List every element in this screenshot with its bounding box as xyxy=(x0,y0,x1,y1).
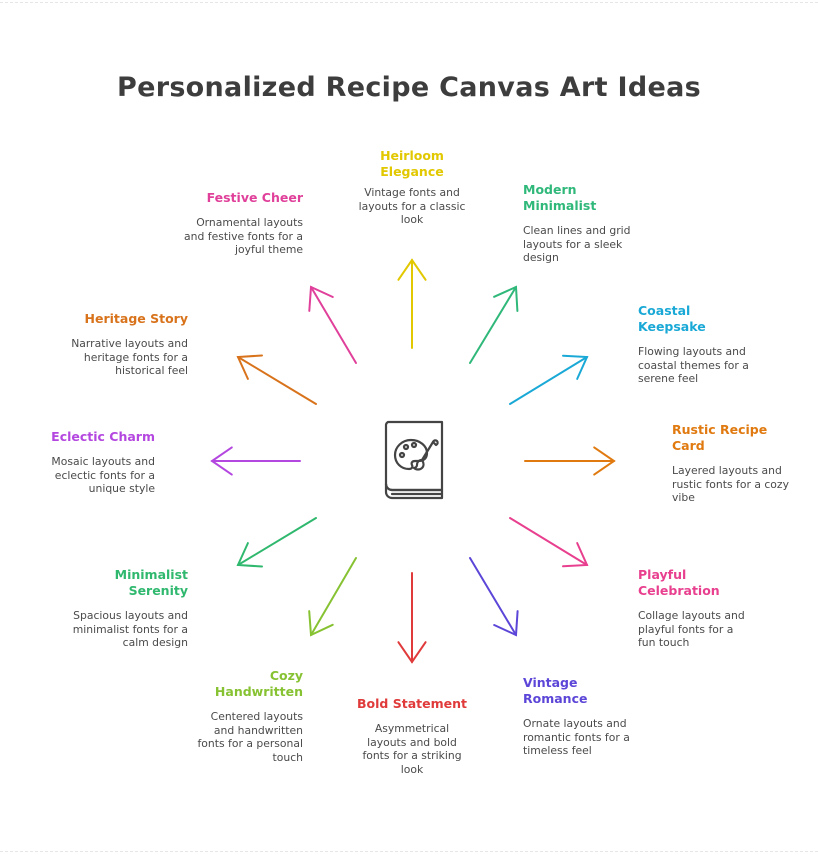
idea-heritage-story: Heritage Story Narrative layouts and her… xyxy=(68,311,188,378)
idea-description: Spacious layouts and minimalist fonts fo… xyxy=(72,609,188,649)
arrow-vintage-romance xyxy=(469,557,519,637)
arrow-playful-celebration xyxy=(509,517,589,568)
page-title: Personalized Recipe Canvas Art Ideas xyxy=(117,72,701,103)
arrow-bold-statement xyxy=(397,572,427,664)
idea-eclectic-charm: Eclectic Charm Mosaic layouts and eclect… xyxy=(40,429,155,496)
idea-title: Coastal Keepsake xyxy=(638,303,706,334)
arrow-coastal-keepsake xyxy=(509,354,589,405)
idea-coastal-keepsake: Coastal Keepsake Flowing layouts and coa… xyxy=(638,303,758,386)
arrow-heirloom-elegance xyxy=(397,258,427,349)
arrow-festive-cheer xyxy=(308,285,357,364)
bottom-dashed-border xyxy=(0,851,818,852)
idea-title: Modern Minimalist xyxy=(523,182,597,213)
idea-heirloom-elegance: Heirloom Elegance Vintage fonts and layo… xyxy=(357,148,467,227)
idea-description: Flowing layouts and coastal themes for a… xyxy=(638,345,749,385)
idea-title: Heritage Story xyxy=(84,311,188,326)
top-dashed-border xyxy=(0,2,818,3)
idea-description: Ornate layouts and romantic fonts for a … xyxy=(523,717,630,757)
idea-description: Vintage fonts and layouts for a classic … xyxy=(358,186,466,226)
idea-vintage-romance: Vintage Romance Ornate layouts and roman… xyxy=(523,675,638,758)
arrow-eclectic-charm xyxy=(210,446,301,476)
idea-description: Centered layouts and handwritten fonts f… xyxy=(197,710,304,764)
idea-description: Layered layouts and rustic fonts for a c… xyxy=(672,464,789,504)
idea-description: Collage layouts and playful fonts for a … xyxy=(638,609,745,649)
idea-title: Vintage Romance xyxy=(523,675,588,706)
idea-playful-celebration: Playful Celebration Collage layouts and … xyxy=(638,567,753,650)
idea-bold-statement: Bold Statement Asymmetrical layouts and … xyxy=(352,696,472,776)
idea-description: Ornamental layouts and festive fonts for… xyxy=(184,216,303,256)
idea-title: Heirloom Elegance xyxy=(380,148,444,179)
idea-description: Mosaic layouts and eclectic fonts for a … xyxy=(51,455,155,495)
idea-description: Narrative layouts and heritage fonts for… xyxy=(71,337,188,377)
idea-description: Asymmetrical layouts and bold fonts for … xyxy=(362,722,462,776)
arrow-minimalist-serenity xyxy=(236,517,317,568)
paint-palette-book-icon xyxy=(384,420,444,500)
idea-title: Bold Statement xyxy=(357,696,467,711)
idea-title: Minimalist Serenity xyxy=(114,567,188,598)
idea-title: Cozy Handwritten xyxy=(214,668,303,699)
idea-festive-cheer: Festive Cheer Ornamental layouts and fes… xyxy=(183,190,303,257)
arrow-modern-minimalist xyxy=(469,285,519,364)
idea-cozy-handwritten: Cozy Handwritten Centered layouts and ha… xyxy=(188,668,304,764)
idea-modern-minimalist: Modern Minimalist Clean lines and grid l… xyxy=(523,182,638,265)
idea-title: Rustic Recipe Card xyxy=(672,422,768,453)
idea-description: Clean lines and grid layouts for a sleek… xyxy=(523,224,631,264)
idea-minimalist-serenity: Minimalist Serenity Spacious layouts and… xyxy=(68,567,188,650)
arrow-cozy-handwritten xyxy=(308,557,357,637)
idea-title: Eclectic Charm xyxy=(51,429,155,444)
idea-rustic-recipe-card: Rustic Recipe Card Layered layouts and r… xyxy=(672,422,790,505)
arrow-rustic-recipe-card xyxy=(524,446,616,476)
idea-title: Playful Celebration xyxy=(638,567,720,598)
idea-title: Festive Cheer xyxy=(206,190,303,205)
arrow-heritage-story xyxy=(236,354,317,405)
